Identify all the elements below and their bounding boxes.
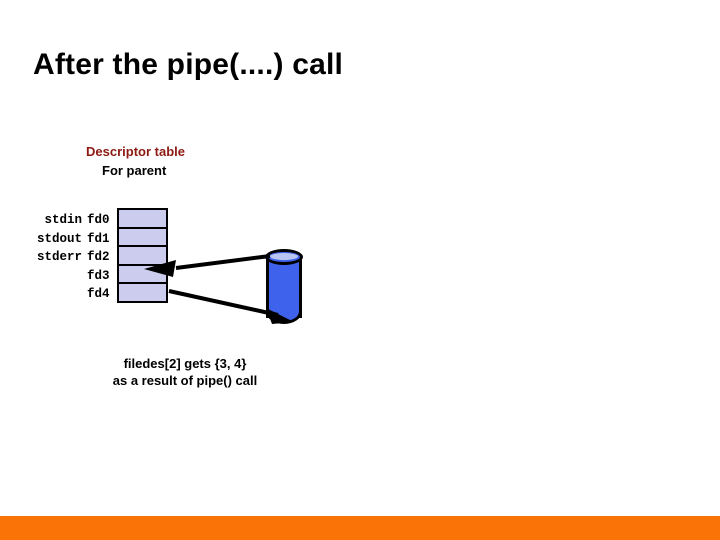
- stream-label-fd4: [0, 285, 82, 304]
- fd-cell-4: [119, 284, 166, 303]
- fd-label-1: fd1: [87, 231, 110, 246]
- descriptor-table-subheading: For parent: [102, 163, 167, 178]
- fd-cell-1: [119, 228, 166, 247]
- caption-line-1: filedes[2] gets {3, 4}: [123, 356, 247, 371]
- pipe-cylinder-icon: [263, 248, 305, 326]
- read-end-connector-line: [175, 254, 271, 270]
- fd-label-3: fd3: [87, 268, 110, 283]
- descriptor-table-heading: Descriptor table: [86, 144, 185, 159]
- fd-cell-3: [119, 265, 166, 284]
- fd-cell-0: [119, 210, 166, 229]
- stream-label-stdin: stdin: [44, 213, 82, 227]
- bottom-accent-bar: [0, 516, 720, 540]
- pipe-cylinder-bottom: [266, 306, 302, 324]
- fd-label-2: fd2: [87, 250, 110, 265]
- fd-cell-2: [119, 247, 166, 266]
- stream-label-stderr: stderr: [36, 250, 82, 265]
- fd-label-column: fd0 fd1 fd2 fd3 fd4: [87, 211, 115, 304]
- stream-label-fd3: [0, 267, 82, 286]
- write-end-connector-line: [168, 289, 279, 317]
- caption-line-2: as a result of pipe() call: [112, 373, 258, 388]
- diagram-caption: filedes[2] gets {3, 4} as a result of pi…: [60, 355, 310, 389]
- stream-label-stdout: stdout: [36, 231, 82, 246]
- descriptor-table: [117, 208, 168, 303]
- fd-label-4: fd4: [87, 287, 110, 302]
- fd-label-0: fd0: [87, 213, 110, 227]
- stream-label-column: stdin stdout stderr: [0, 211, 82, 304]
- page-title: After the pipe(....) call: [33, 48, 344, 81]
- pipe-cylinder-top: [270, 253, 298, 260]
